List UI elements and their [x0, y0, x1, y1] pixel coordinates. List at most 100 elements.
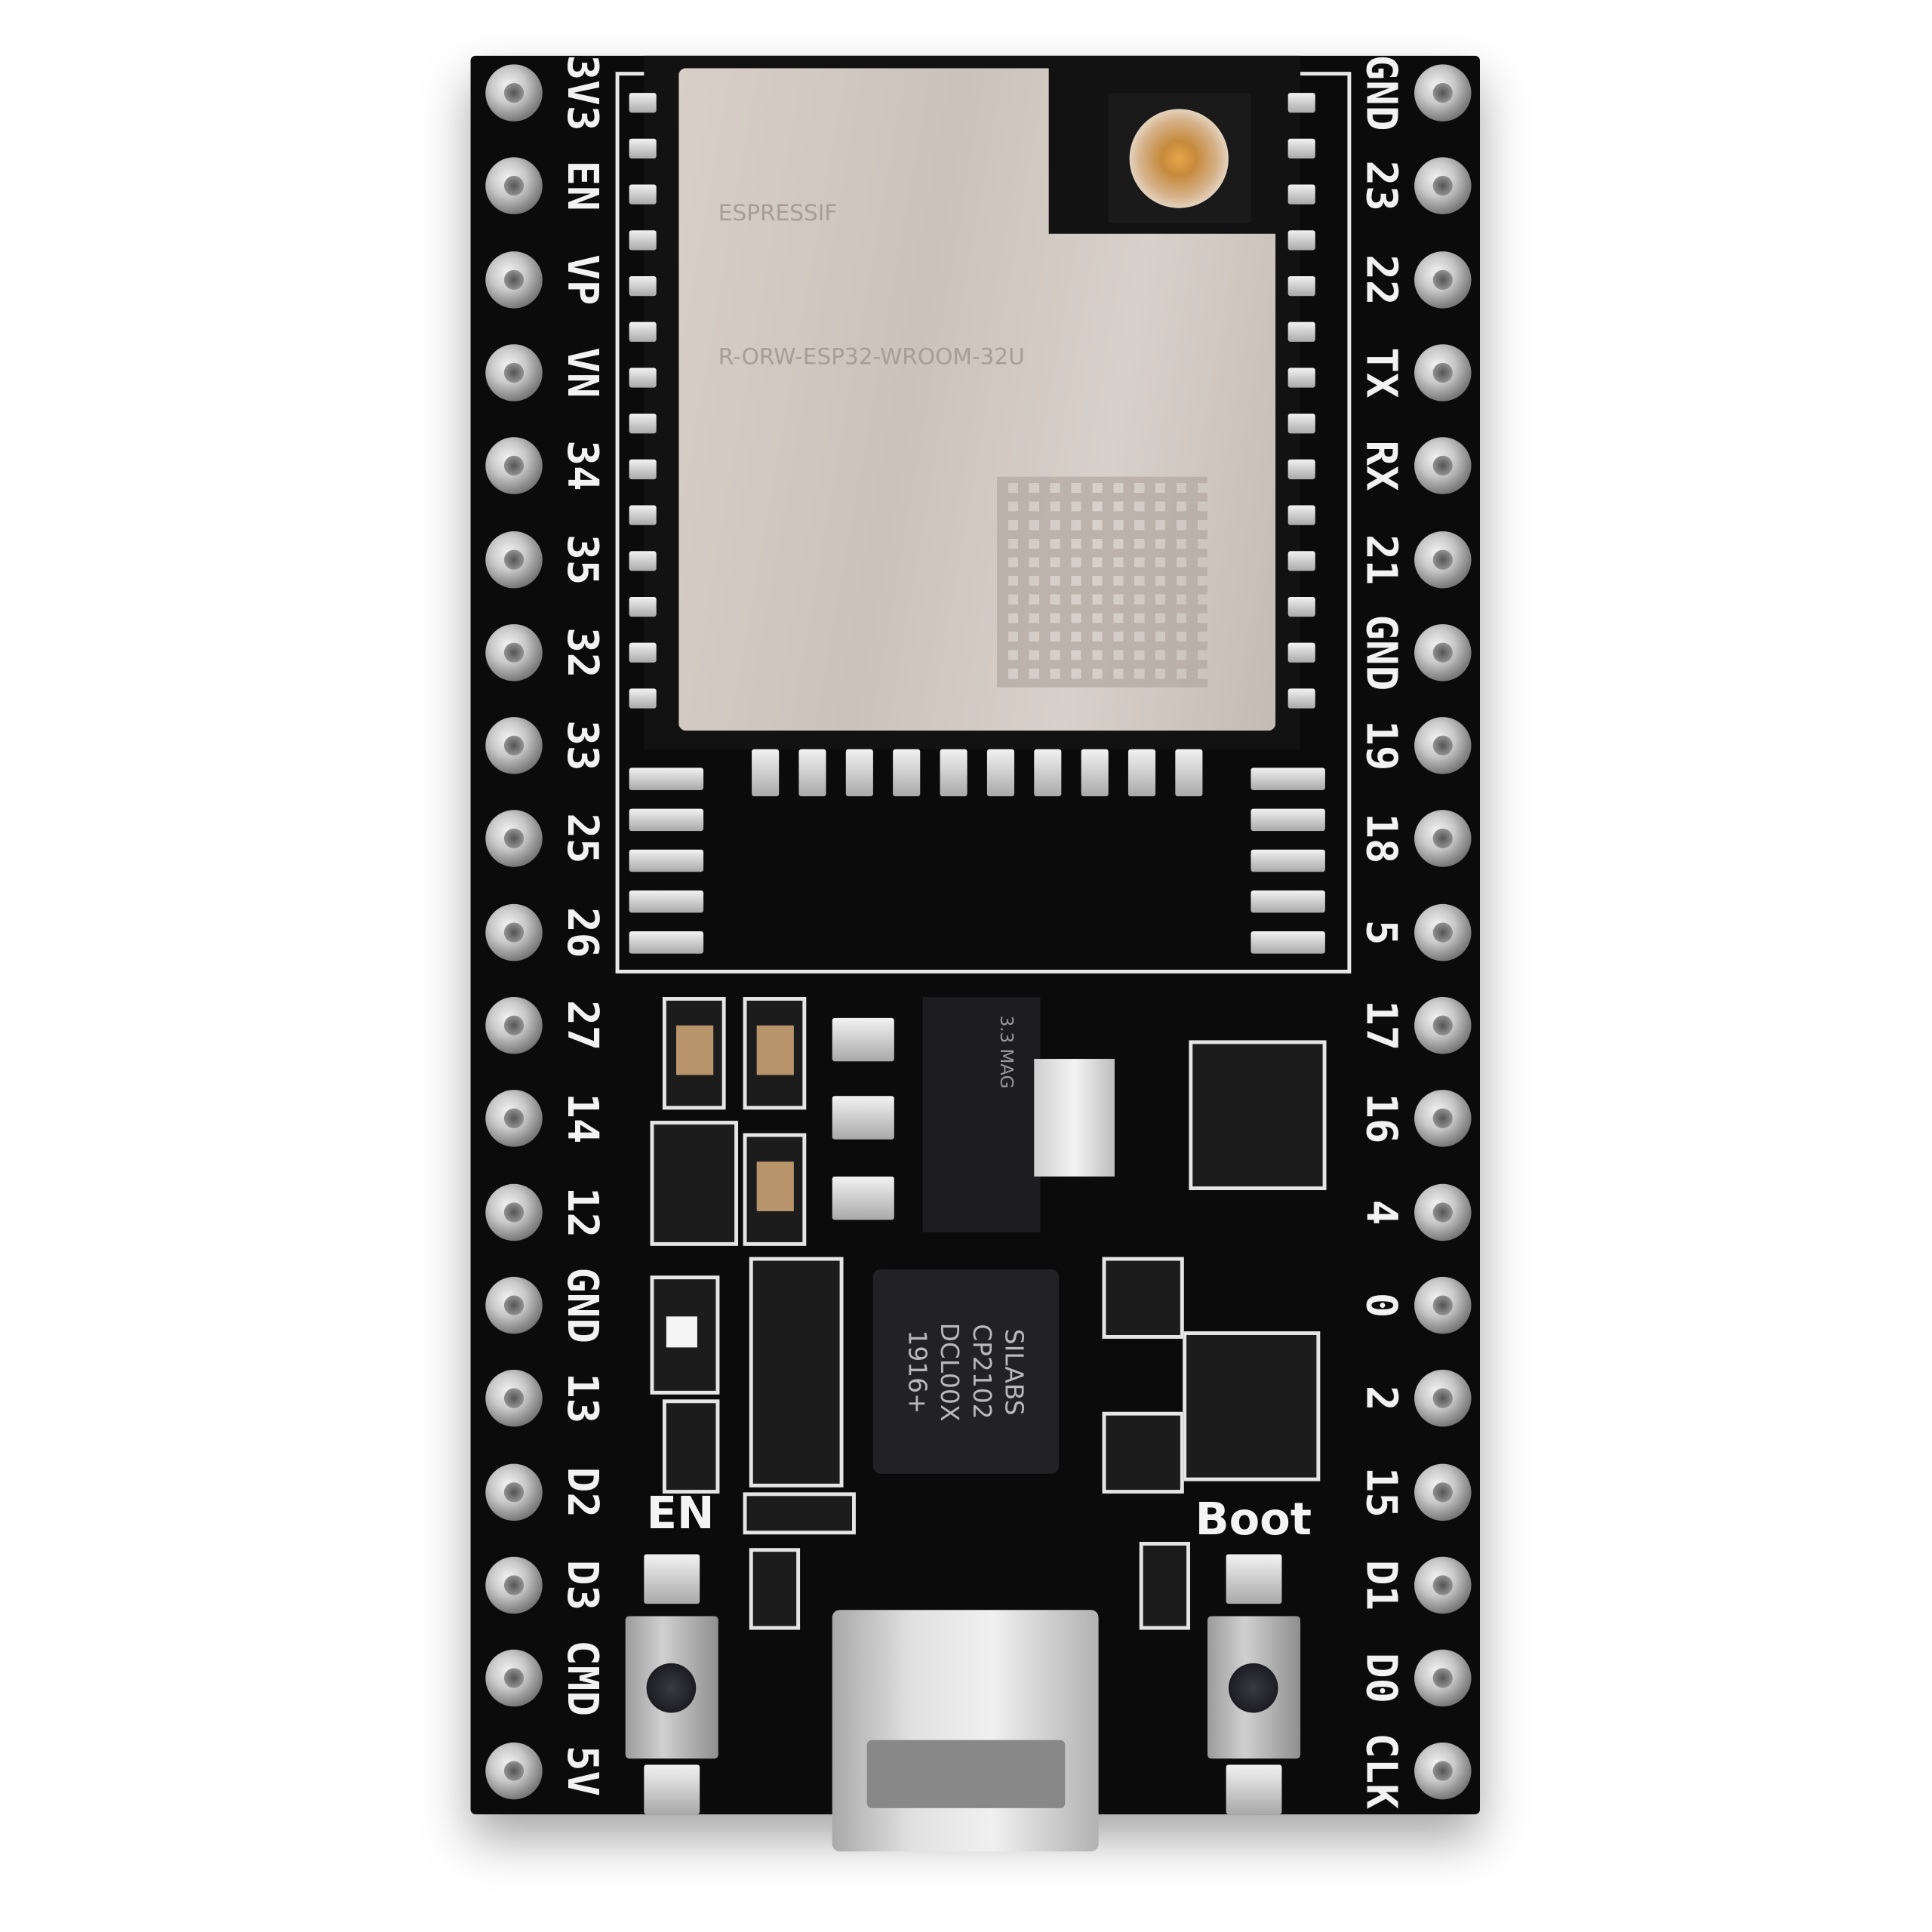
pin-left-35 — [485, 531, 543, 588]
boot-button-label: Boot — [1195, 1494, 1312, 1546]
pin-right-tx — [1414, 344, 1472, 401]
castellated-pad — [1287, 505, 1315, 525]
button-cap — [1228, 1663, 1278, 1713]
module-bottom-pad — [845, 749, 873, 797]
pin-right-23 — [1414, 157, 1472, 215]
module-side-pad — [1251, 890, 1325, 913]
resistor — [1139, 1542, 1191, 1630]
castellated-pad — [629, 321, 657, 342]
castellated-pad — [1287, 414, 1315, 434]
transistor — [1183, 1331, 1321, 1481]
pin-label: 5V — [557, 1746, 608, 1797]
castellated-pad — [629, 459, 657, 480]
module-side-pad — [629, 808, 704, 832]
castellated-pad — [629, 368, 657, 388]
pin-right-18 — [1414, 810, 1472, 868]
pin-left-32 — [485, 623, 543, 681]
boot-button[interactable] — [1207, 1616, 1301, 1759]
module-side-pad — [629, 931, 704, 954]
castellated-pad — [1287, 688, 1315, 709]
castellated-pad — [629, 642, 657, 663]
castellated-pad — [1287, 321, 1315, 342]
resistor — [743, 1492, 856, 1535]
pin-label: CLK — [1355, 1733, 1406, 1810]
pin-left-13 — [485, 1370, 543, 1427]
micro-usb-port[interactable] — [832, 1610, 1099, 1852]
resistor — [1102, 1411, 1184, 1494]
en-button-label: EN — [646, 1488, 715, 1540]
micro-usb-opening — [866, 1740, 1066, 1808]
pin-left-gnd — [485, 1276, 543, 1334]
pin-left-d3 — [485, 1556, 543, 1614]
pin-left-34 — [485, 437, 543, 495]
castellated-pad — [629, 688, 657, 709]
pin-left-d2 — [485, 1463, 543, 1521]
pin-right-gnd — [1414, 623, 1472, 681]
module-bottom-pad — [986, 749, 1014, 797]
module-bottom-pad — [940, 749, 968, 797]
regulator-marking: 3.3 MAG — [995, 1015, 1016, 1089]
pin-right-0 — [1414, 1276, 1472, 1334]
capacitor — [662, 997, 726, 1110]
castellated-pad — [1287, 596, 1315, 617]
castellated-pad — [1287, 642, 1315, 663]
module-bottom-pad — [1175, 749, 1203, 797]
button-cap — [646, 1663, 697, 1713]
module-side-pad — [629, 849, 704, 872]
en-button[interactable] — [625, 1616, 718, 1759]
castellated-pad — [629, 93, 657, 113]
pin-right-19 — [1414, 717, 1472, 774]
pin-right-2 — [1414, 1370, 1472, 1427]
pin-right-d0 — [1414, 1649, 1472, 1707]
usb-uart-chip — [872, 1269, 1060, 1474]
castellated-pad — [1287, 138, 1315, 159]
castellated-pad — [1287, 230, 1315, 251]
module-side-pad — [1251, 808, 1325, 832]
resistor-array — [749, 1257, 844, 1487]
module-side-pad — [1251, 768, 1325, 790]
castellated-pad — [629, 505, 657, 525]
castellated-pad — [629, 551, 657, 571]
module-bottom-pad — [798, 749, 826, 797]
castellated-pad — [1287, 551, 1315, 571]
resistor — [749, 1548, 801, 1630]
pin-left-vn — [485, 344, 543, 401]
led — [650, 1275, 720, 1395]
ufl-connector-icon — [1129, 109, 1229, 208]
castellated-pad — [629, 230, 657, 251]
castellated-pad — [1287, 184, 1315, 205]
pin-right-rx — [1414, 437, 1472, 495]
capacitor — [743, 1133, 807, 1246]
castellated-pad — [629, 138, 657, 159]
pin-right-d1 — [1414, 1556, 1472, 1614]
module-marking: ESPRESSIF R-ORW-ESP32-WROOM-32U — [718, 200, 1025, 371]
pin-right-22 — [1414, 251, 1472, 308]
pin-left-en — [485, 157, 543, 215]
resistor — [662, 1399, 720, 1494]
usb-uart-chip-marking: SILABS CP2102 DCL00X 1916+ — [903, 1322, 1029, 1421]
pin-right-gnd — [1414, 64, 1472, 122]
voltage-regulator — [922, 997, 1041, 1232]
castellated-pad — [629, 184, 657, 205]
resistor — [1102, 1257, 1184, 1339]
pin-left-vp — [485, 251, 543, 308]
pin-right-clk — [1414, 1743, 1472, 1801]
castellated-pad — [629, 596, 657, 617]
qr-code — [997, 476, 1208, 688]
module-side-pad — [1251, 849, 1325, 872]
castellated-pad — [1287, 459, 1315, 480]
pin-left-26 — [485, 903, 543, 961]
module-side-pad — [629, 768, 704, 790]
pin-left-27 — [485, 997, 543, 1054]
transistor — [1189, 1040, 1327, 1191]
pin-left-3v3 — [485, 64, 543, 122]
pin-left-5v — [485, 1743, 543, 1801]
module-bottom-pad — [752, 749, 780, 797]
module-side-pad — [629, 890, 704, 913]
pin-right-4 — [1414, 1183, 1472, 1241]
pin-left-33 — [485, 717, 543, 774]
pin-left-14 — [485, 1090, 543, 1148]
pin-left-25 — [485, 810, 543, 868]
pin-left-12 — [485, 1183, 543, 1241]
